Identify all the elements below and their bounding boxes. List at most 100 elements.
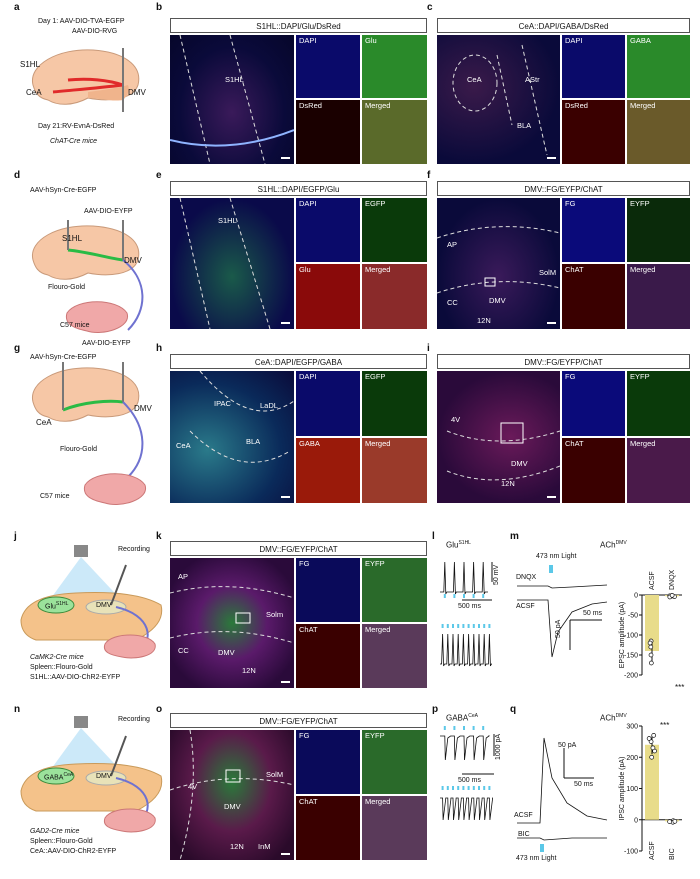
panel-i-label: i	[427, 343, 430, 354]
c-tile-2: GABA	[627, 35, 690, 98]
l-vscale: 50 mV	[493, 565, 500, 585]
day1-label: Day 1: AAV-DIO-TVA-EGFP	[38, 18, 124, 25]
i-region-2: DMV	[511, 459, 528, 468]
c-tile-3-label: DsRed	[565, 101, 588, 110]
y-tick-label: -50	[628, 613, 638, 620]
light-pulse	[482, 726, 484, 730]
e-tile-2-label: EGFP	[365, 199, 385, 208]
j-line2: Spleen::Flouro-Gold	[30, 664, 93, 671]
y-tick-label: -150	[624, 653, 638, 660]
i-overview: 4V DMV 12N	[437, 371, 560, 503]
m-light: 473 nm Light	[536, 553, 576, 560]
light-pulse	[473, 726, 475, 730]
h-tile-1-label: DAPI	[299, 372, 317, 381]
f-tile-1: FG	[562, 198, 625, 262]
light-pulse	[447, 624, 449, 628]
light-pulse	[473, 624, 475, 628]
k-scalebar	[281, 681, 290, 683]
panel-f-title: DMV::FG/EYFP/ChAT	[437, 181, 690, 196]
e-tile-3: Glu	[296, 264, 360, 329]
y-tick-label: 300	[626, 724, 638, 731]
f-overview: AP SolM CC DMV 12N	[437, 198, 560, 329]
f-region-2: SolM	[539, 268, 556, 277]
x-category-label: ACSF	[649, 841, 656, 860]
panel-p-label: p	[432, 704, 438, 715]
panel-n-label: n	[14, 704, 20, 715]
data-point	[649, 661, 653, 665]
o-region-2: SolM	[266, 770, 283, 779]
j-recording: Recording	[118, 546, 150, 553]
light-pulse	[488, 624, 490, 628]
q-bic: BIC	[518, 831, 530, 838]
h-region-3: CeA	[176, 441, 191, 450]
o-region-5: InM	[258, 842, 271, 851]
p-head-sup: CeA	[468, 713, 478, 719]
c-tile-3: DsRed	[562, 100, 625, 164]
k-overview: AP Solm CC DMV 12N	[170, 558, 294, 688]
f-tile-2: EYFP	[627, 198, 690, 262]
day21-label: Day 21:RV-EvnA-DsRed	[38, 123, 114, 130]
h-tile-1: DAPI	[296, 371, 360, 436]
c-overview: CeA AStr BLA	[437, 35, 560, 164]
j-spleen-icon	[100, 632, 160, 662]
panel-l-label: l	[432, 531, 435, 542]
c-region-3: BLA	[517, 121, 531, 130]
dmv-a: DMV	[128, 88, 146, 97]
brain-a-icon	[18, 40, 158, 120]
e-tile-4: Merged	[362, 264, 427, 329]
k-tile-1-label: FG	[299, 559, 309, 568]
h-tile-2-label: EGFP	[365, 372, 385, 381]
light-pulse	[463, 726, 465, 730]
light-pulse	[442, 624, 444, 628]
k-region-5: 12N	[242, 666, 256, 675]
data-point	[668, 820, 672, 824]
h-tile-3: GABA	[296, 438, 360, 503]
d-fg: Flouro-Gold	[48, 284, 85, 291]
light-pulse	[444, 726, 446, 730]
h-tile-3-label: GABA	[299, 439, 320, 448]
data-point	[647, 737, 651, 741]
o-overview: 4V SolM DMV 12N InM	[170, 730, 294, 860]
f-tile-4: Merged	[627, 264, 690, 329]
data-point	[649, 653, 653, 657]
b-tile-2-label: Glu	[365, 36, 377, 45]
e-region: S1HL	[218, 216, 237, 225]
p-head: GABACeA	[446, 713, 478, 723]
h-tile-4: Merged	[362, 438, 427, 503]
data-point	[673, 819, 677, 823]
k-tile-4-label: Merged	[365, 625, 390, 634]
i-tile-2: EYFP	[627, 371, 690, 436]
light-pulse	[447, 786, 449, 790]
y-axis-label: IPSC amplitude (pA)	[619, 757, 626, 821]
k-region-4: DMV	[218, 648, 235, 657]
k-region-2: Solm	[266, 610, 283, 619]
m-bar-chart: 0-50-100-150-200ACSFDNQXEPSC amplitude (…	[620, 540, 698, 680]
panel-g-label: g	[14, 343, 20, 354]
q-light: 473 nm Light	[516, 855, 556, 862]
panel-b-label: b	[156, 2, 162, 13]
k-tile-3-label: ChAT	[299, 625, 318, 634]
b-tile-4: Merged	[362, 100, 427, 164]
light-pulse	[483, 786, 485, 790]
l-head-sup: S1HL	[458, 540, 471, 546]
i-scalebar	[547, 496, 556, 498]
cea-a: CeA	[26, 88, 42, 97]
y-tick-label: 200	[626, 755, 638, 762]
i-tile-4: Merged	[627, 438, 690, 503]
o-tile-1-label: FG	[299, 731, 309, 740]
light-pulse	[478, 786, 480, 790]
q-bar-chart: 3002001000-100ACSFBICIPSC amplitude (pA)…	[620, 712, 698, 862]
panel-h-label: h	[156, 343, 162, 354]
n-recording: Recording	[118, 716, 150, 723]
c-tile-4: Merged	[627, 100, 690, 164]
d-virus-2: AAV-DIO-EYFP	[84, 208, 133, 215]
y-tick-label: -100	[624, 849, 638, 856]
b-tile-3-label: DsRed	[299, 101, 322, 110]
light-pulse	[478, 624, 480, 628]
significance-label: ***	[675, 683, 684, 692]
n-gaba: GABACeA	[44, 772, 73, 781]
c-region-2: AStr	[525, 75, 540, 84]
h-overview: IPAC LaDL CeA BLA	[170, 371, 294, 503]
f-tile-3-label: ChAT	[565, 265, 584, 274]
o-tile-4: Merged	[362, 796, 427, 860]
